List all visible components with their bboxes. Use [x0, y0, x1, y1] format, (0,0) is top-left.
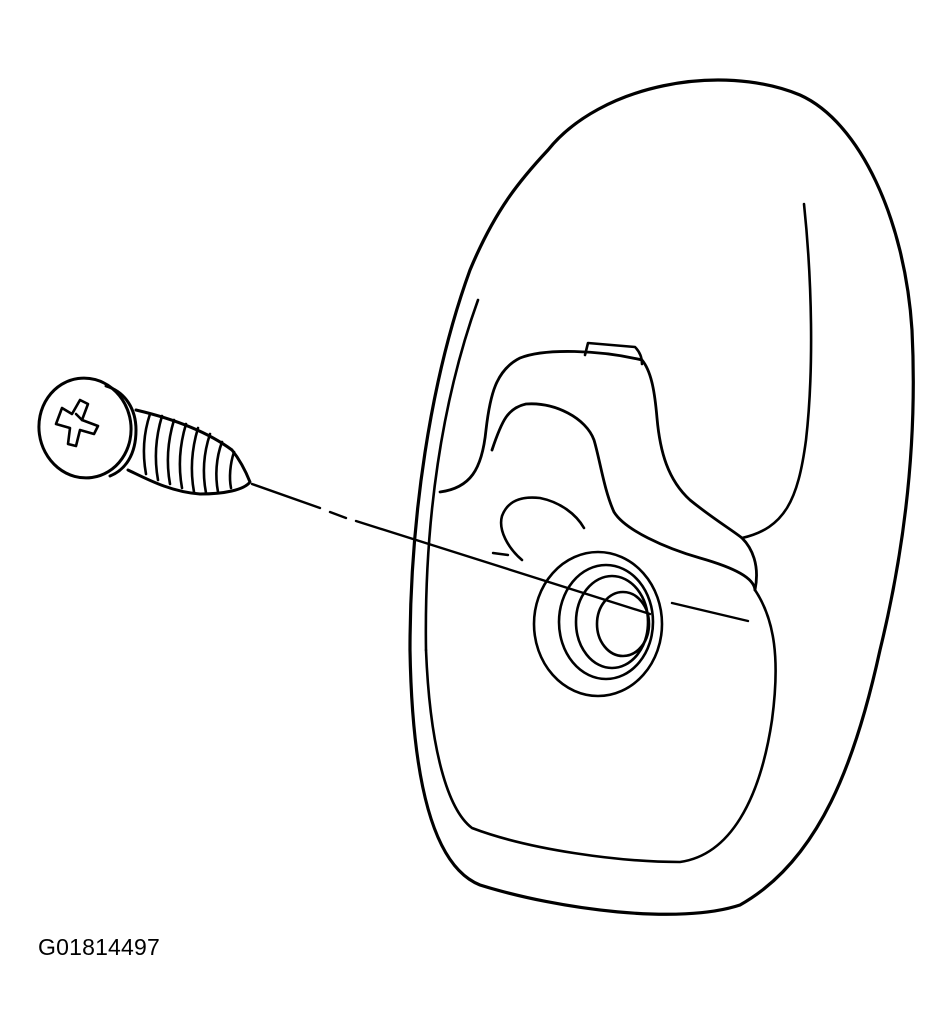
cover-outer-edge	[408, 78, 915, 916]
cover-right-fold	[740, 202, 813, 540]
mounting-cover	[408, 78, 915, 916]
cover-bottom-rim	[424, 588, 777, 864]
screw-head-side	[104, 384, 138, 478]
screw	[37, 376, 252, 496]
bracket-tab	[583, 341, 644, 366]
figure-id-label: G01814497	[38, 934, 161, 960]
screw-hole	[595, 590, 651, 658]
screw-threads	[142, 412, 236, 495]
screw-head	[37, 376, 133, 480]
screw-boss-middle	[557, 563, 655, 681]
keyhole-slot	[499, 496, 586, 562]
alignment-line	[250, 482, 750, 623]
bracket-boss	[438, 350, 758, 592]
keyhole-slot-lower	[491, 551, 510, 557]
screw-shank	[126, 408, 252, 496]
cover-inner-rim	[424, 298, 480, 652]
screw-boss-outer	[532, 550, 664, 698]
phillips-recess-icon	[54, 398, 100, 448]
bracket-notch	[490, 402, 757, 592]
